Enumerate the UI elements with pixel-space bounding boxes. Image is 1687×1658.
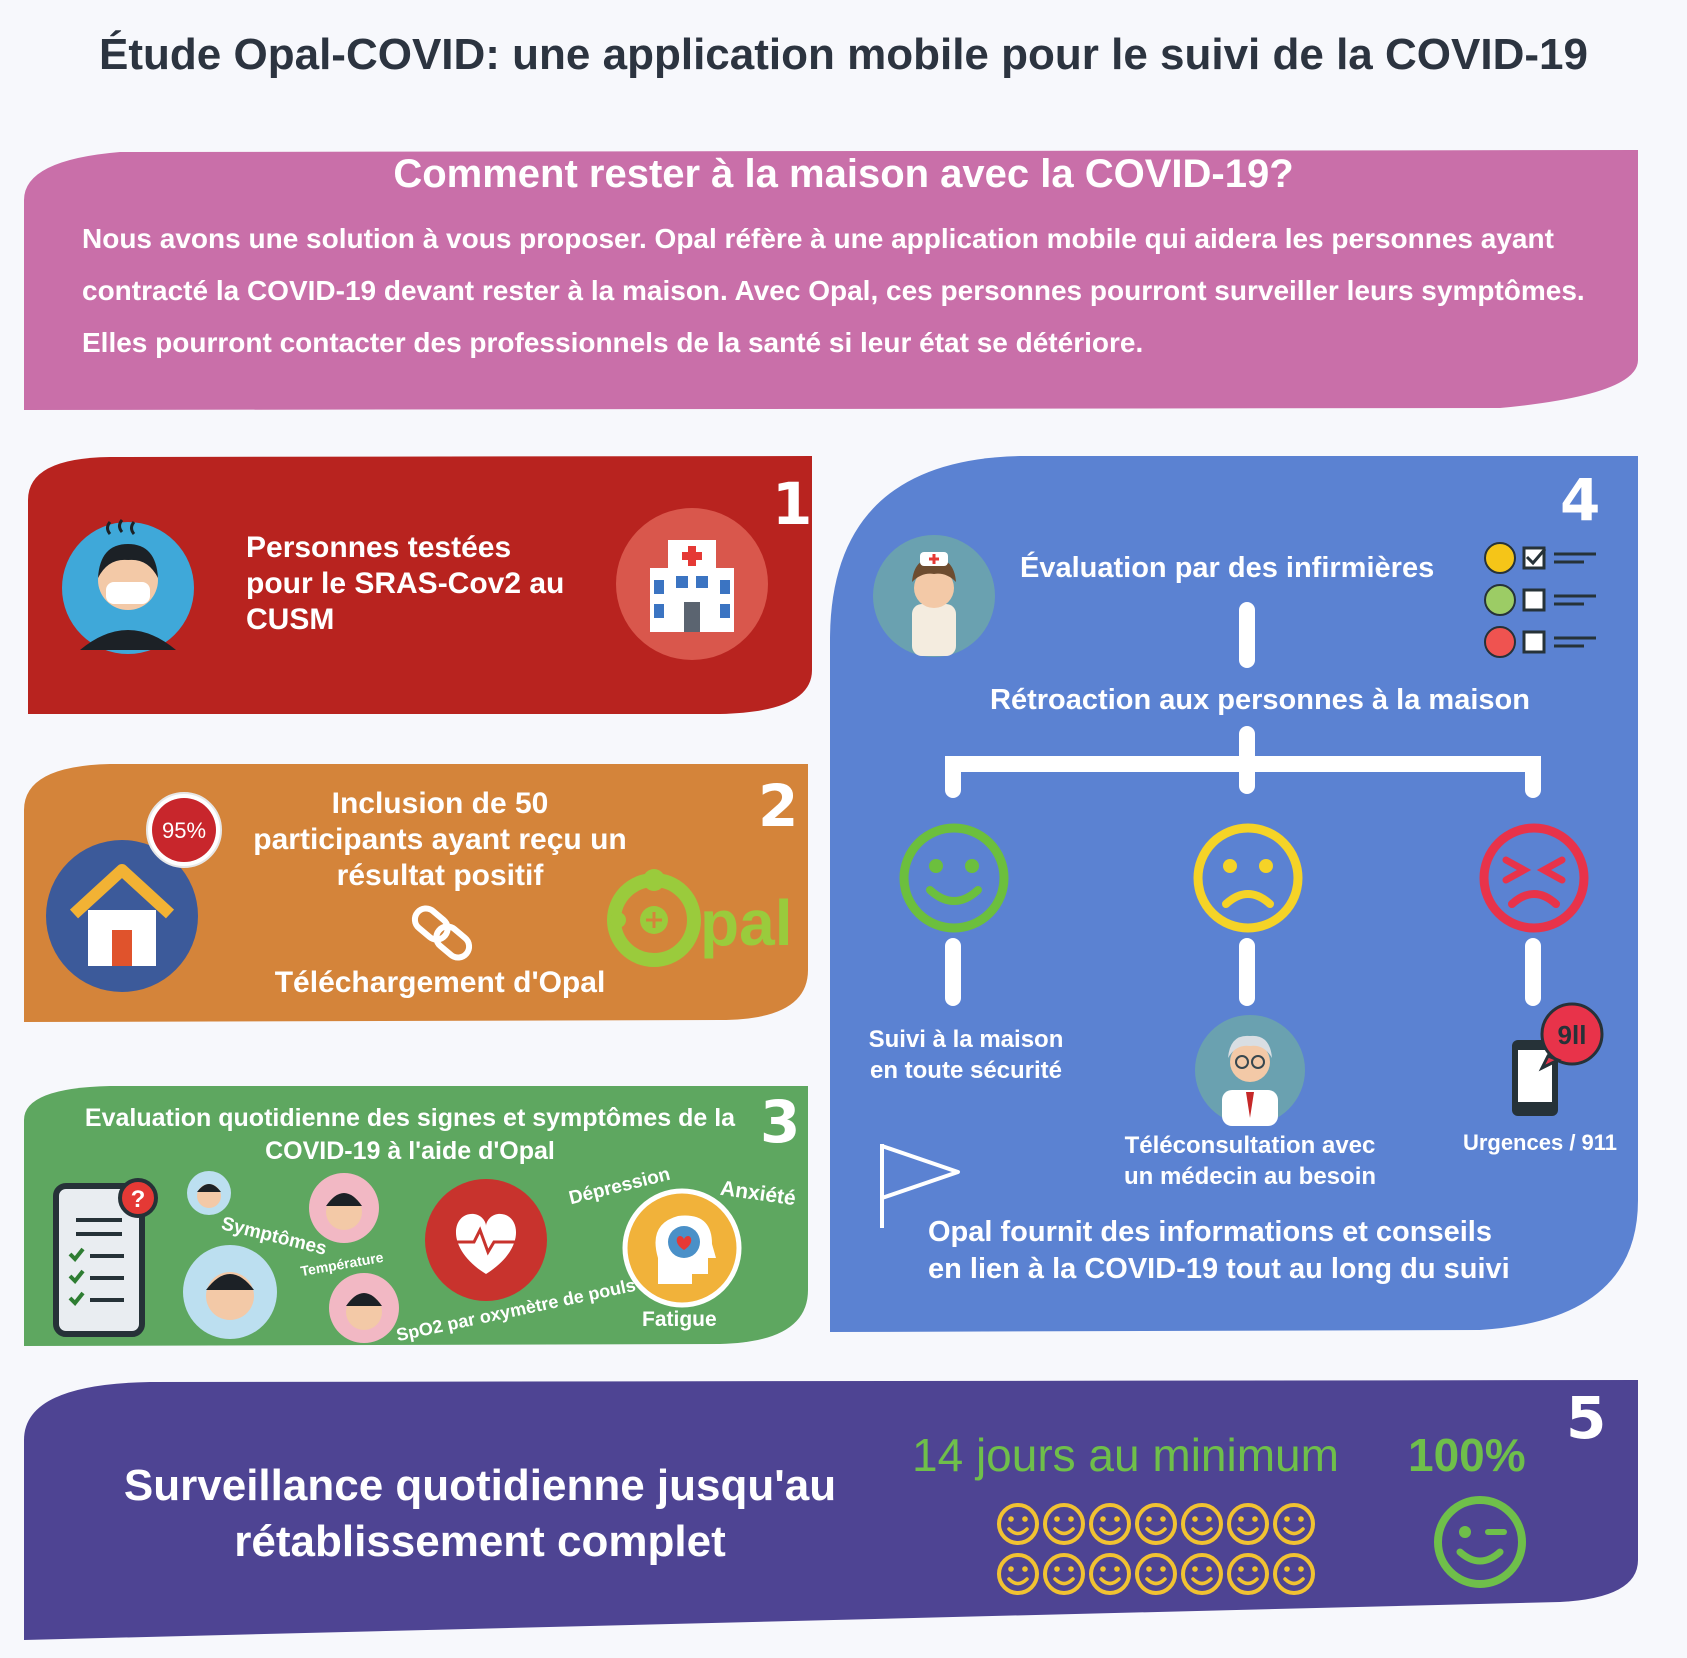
link-icon — [411, 905, 473, 961]
smiley-grid — [997, 1503, 1315, 1595]
angry-face-icon — [1479, 823, 1589, 933]
evaluation-text: Évaluation par des infirmières — [1020, 552, 1435, 584]
checklist-phone-icon: ? — [53, 1178, 158, 1337]
opal-logo-icon — [607, 869, 701, 967]
step2-text-line3: résultat positif — [336, 859, 544, 892]
step2-download: Téléchargement d'Opal — [274, 966, 606, 999]
outcome-tele-line1: Téléconsultation avec — [1124, 1132, 1376, 1159]
intro-body: Nous avons une solution à vous proposer.… — [82, 223, 1585, 358]
outcome-urgent: Urgences / 911 — [1462, 1130, 1618, 1155]
info-line2: en lien à la COVID-19 tout au long du su… — [928, 1253, 1510, 1285]
step5-main: Surveillance quotidienne jusqu'au rétabl… — [60, 1458, 900, 1570]
rating-checklist-icon — [1484, 542, 1596, 658]
small-smiley-icon — [997, 1553, 1039, 1595]
emergency-phone-icon: 9ll — [1512, 1002, 1604, 1116]
opal-logo-text: pal — [700, 887, 793, 959]
small-smiley-icon — [1181, 1503, 1223, 1545]
step5-main-line2: rétablissement complet — [234, 1517, 726, 1566]
outcome-safe: Suivi à la maison en toute sécurité — [846, 1024, 1086, 1086]
progress-badge: 95% — [146, 792, 222, 868]
step3-heading-line2: COVID-19 à l'aide d'Opal — [265, 1137, 555, 1165]
step5-main-line1: Surveillance quotidienne jusqu'au — [123, 1461, 837, 1510]
house-icon — [46, 840, 198, 992]
step2-text-line1: Inclusion de 50 — [331, 787, 549, 820]
doctor-icon — [1195, 1015, 1305, 1126]
progress-badge-text: 95% — [162, 818, 206, 843]
face-oxygen-icon — [329, 1273, 399, 1343]
happy-face-icon — [899, 823, 1009, 933]
step3-heading-line1: Evaluation quotidienne des signes et sym… — [84, 1104, 736, 1132]
step1-panel — [28, 456, 812, 714]
small-smiley-icon — [997, 1503, 1039, 1545]
nurse-icon — [873, 535, 995, 657]
step2-number: 2 — [758, 772, 799, 840]
face-headache-icon — [187, 1171, 231, 1215]
days-text: 14 jours au minimum — [912, 1429, 1339, 1481]
intro-band — [24, 150, 1638, 410]
page-title: Étude Opal-COVID: une application mobile… — [99, 30, 1588, 79]
step1-text: Personnes testées pour le SRAS-Cov2 au C… — [246, 530, 564, 638]
small-smiley-icon — [1227, 1503, 1269, 1545]
flag-icon — [880, 1144, 960, 1228]
retroaction-text: Rétroaction aux personnes à la maison — [990, 684, 1530, 716]
small-smiley-icon — [1135, 1553, 1177, 1595]
masked-person-icon — [62, 519, 194, 654]
heart-pulse-icon — [425, 1179, 547, 1301]
svg-text:?: ? — [131, 1186, 146, 1213]
hospital-icon — [616, 508, 768, 660]
outcome-safe-line1: Suivi à la maison — [868, 1026, 1064, 1053]
step5-number: 5 — [1566, 1384, 1607, 1452]
percent-text: 100% — [1408, 1429, 1526, 1481]
step5-panel — [24, 1380, 1638, 1640]
step4-number: 4 — [1560, 466, 1601, 534]
label-fatigue: Fatigue — [642, 1308, 717, 1331]
info-line1: Opal fournit des informations et conseil… — [928, 1216, 1492, 1248]
small-smiley-icon — [1227, 1553, 1269, 1595]
info-text: Opal fournit des informations et conseil… — [928, 1214, 1628, 1288]
small-smiley-icon — [1135, 1503, 1177, 1545]
step1-number: 1 — [772, 470, 813, 538]
step3-number: 3 — [760, 1088, 801, 1156]
sad-face-icon — [1193, 823, 1303, 933]
intro-heading: Comment rester à la maison avec la COVID… — [393, 152, 1294, 196]
small-smiley-icon — [1089, 1503, 1131, 1545]
outcome-tele: Téléconsultation avec un médecin au beso… — [1090, 1130, 1410, 1192]
mind-icon — [622, 1188, 742, 1308]
step2-text: Inclusion de 50 participants ayant reçu … — [230, 786, 650, 894]
small-smiley-icon — [1043, 1503, 1085, 1545]
face-cough-icon — [183, 1245, 277, 1339]
step1-text-line2: pour le SRAS-Cov2 au — [246, 567, 565, 600]
step3-heading: Evaluation quotidienne des signes et sym… — [40, 1102, 780, 1168]
wink-face-icon — [1434, 1496, 1526, 1588]
outcome-safe-line2: en toute sécurité — [869, 1057, 1063, 1084]
face-temperature-icon — [309, 1173, 379, 1243]
outcome-tele-line2: un médecin au besoin — [1123, 1163, 1377, 1190]
small-smiley-icon — [1043, 1553, 1085, 1595]
small-smiley-icon — [1181, 1553, 1223, 1595]
step2-text-line2: participants ayant reçu un — [253, 823, 627, 856]
small-smiley-icon — [1089, 1553, 1131, 1595]
small-smiley-icon — [1273, 1503, 1315, 1545]
step1-text-line1: Personnes testées — [246, 531, 512, 564]
small-smiley-icon — [1273, 1553, 1315, 1595]
step1-text-line3: CUSM — [246, 603, 335, 636]
emergency-phone-badge: 9ll — [1558, 1020, 1587, 1050]
